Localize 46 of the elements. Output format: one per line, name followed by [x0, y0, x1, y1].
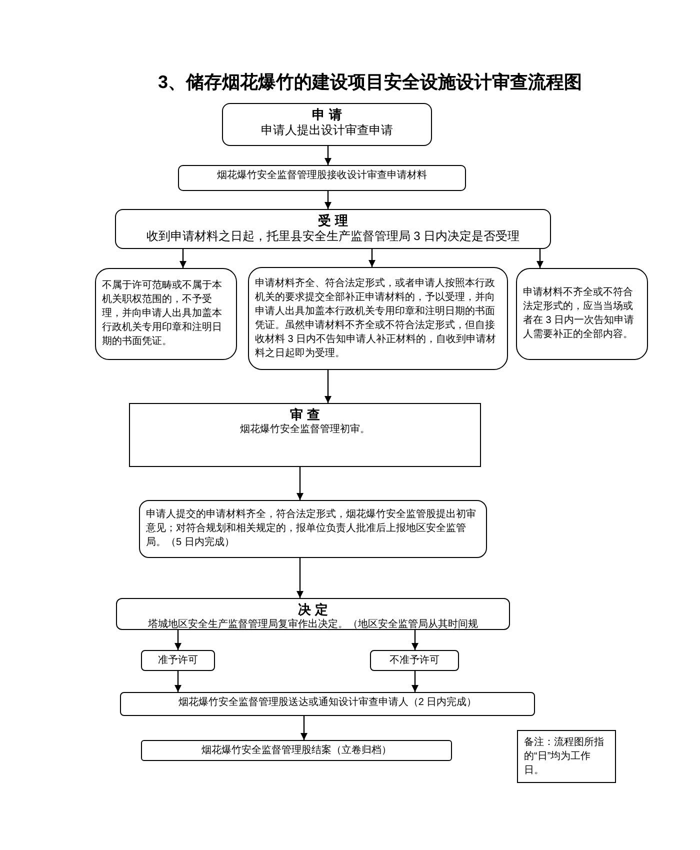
process-box — [222, 103, 432, 146]
arrow — [296, 558, 304, 598]
box-text: 申请材料齐全、符合法定形式，或者申请人按照本行政机关的要求提交全部补正申请材料的，予以受理，并向申请人出具加盖本行政机关专用印章和注明日期的书面凭证。虽然申请材料不齐全或不符合法定形式，但自接收材料 3 日内不告知申请人补正材料的，自收到申请材料之日起即为受理。 — [255, 276, 498, 360]
arrow — [368, 249, 376, 267]
box-heading: 申 请 — [312, 107, 342, 123]
box-text: 烟花爆竹安全监督管理股接收设计审查申请材料 — [217, 169, 427, 183]
box-heading: 决 定 — [298, 602, 328, 618]
box-text: 不准予许可 — [390, 654, 440, 668]
process-box — [139, 500, 487, 558]
box-text: 烟花爆竹安全监督管理股结案（立卷归档） — [202, 744, 392, 758]
box-text: 申请材料不齐全或不符合法定形式的，应当当场或者在 3 日内一次告知申请人需要补正的全部内容。 — [523, 286, 636, 342]
process-box — [141, 740, 452, 761]
process-box — [129, 403, 481, 467]
box-heading: 受 理 — [318, 213, 348, 229]
process-box — [178, 165, 466, 191]
decision-box — [116, 598, 510, 630]
box-text: 烟花爆竹安全监督管理股送达或通知设计审查申请人（2 日内完成） — [178, 696, 477, 710]
box-text: 不属于许可范畴或不属于本机关职权范围的，不予受理，并向申请人出具加盖本行政机关专用印章和注明日期的书面凭证。 — [102, 279, 223, 349]
arrow — [174, 671, 182, 692]
outcome-box — [95, 268, 237, 360]
result-box — [370, 650, 459, 671]
arrow — [412, 630, 418, 650]
arrow — [536, 249, 544, 268]
arrow — [324, 191, 332, 209]
arrow — [324, 370, 332, 403]
box-text: 准予许可 — [158, 654, 198, 668]
box-heading: 审 查 — [290, 407, 320, 423]
box-text: 申请人提交的申请材料齐全，符合法定形式，烟花爆竹安全监管股提出初审意见；对符合规划和相关规定的，报单位负责人批准后上报地区安全监管局。（5 日内完成） — [146, 508, 477, 550]
process-box — [115, 209, 551, 249]
box-text: 烟花爆竹安全监督管理初审。 — [240, 423, 370, 437]
box-text: 收到申请材料之日起，托里县安全生产监督管理局 3 日内决定是否受理 — [146, 229, 520, 243]
arrow — [412, 671, 418, 692]
box-text: 申请人提出设计审查申请 — [261, 123, 393, 137]
arrow — [296, 467, 304, 500]
box-text: 塔城地区安全生产监督管理局复审作出决定。（地区安全监管局从其时间规 — [148, 618, 478, 632]
arrow — [300, 716, 308, 740]
note-box — [517, 730, 616, 783]
outcome-box — [248, 267, 508, 370]
arrow — [174, 630, 182, 650]
process-box — [120, 692, 535, 716]
arrow — [324, 146, 332, 165]
arrow — [180, 249, 186, 268]
result-box — [141, 650, 215, 671]
page-title: 3、储存烟花爆竹的建设项目安全设施设计审查流程图 — [156, 71, 583, 94]
outcome-box — [516, 268, 648, 360]
box-text: 备注：流程图所指的“日”均为工作日。 — [524, 736, 605, 778]
